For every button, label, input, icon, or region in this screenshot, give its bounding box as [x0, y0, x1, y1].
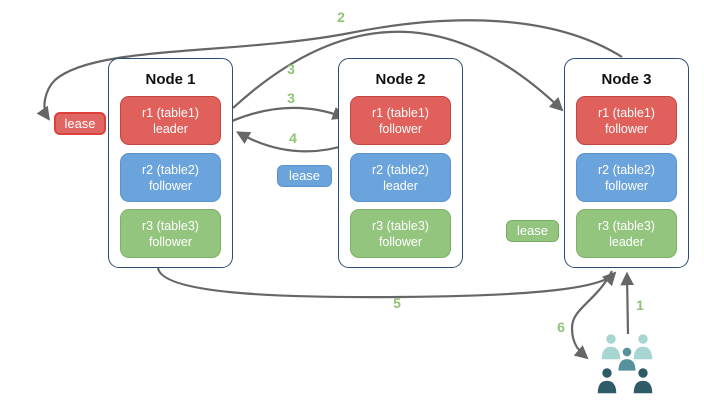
- replica-name: r2 (table2): [142, 162, 199, 177]
- replica-role: follower: [378, 121, 423, 136]
- replica-node2-r2: r2 (table2) leader: [350, 153, 451, 202]
- replica-node1-r3: r3 (table3) follower: [120, 209, 221, 258]
- replica-node3-r1: r1 (table1) follower: [576, 96, 677, 145]
- node-2: Node 2 r1 (table1) follower r2 (table2) …: [338, 58, 463, 268]
- arrow-step3-replicate-to-node2: [231, 106, 347, 123]
- user-group-icon: [596, 332, 654, 395]
- replica-name: r1 (table1): [142, 105, 199, 120]
- step-label-1: 1: [636, 297, 644, 313]
- arrow-step5-node1-to-node3: [156, 267, 617, 299]
- replica-name: r2 (table2): [598, 162, 655, 177]
- replica-node3-r3: r3 (table3) leader: [576, 209, 677, 258]
- replica-role: follower: [148, 234, 193, 249]
- replica-node1-r1: r1 (table1) leader: [120, 96, 221, 145]
- step-label-4: 4: [289, 130, 297, 146]
- replica-name: r3 (table3): [142, 218, 199, 233]
- replica-name: r1 (table1): [372, 105, 429, 120]
- lease-badge-red: lease: [54, 112, 106, 135]
- node-3-title: Node 3: [601, 71, 652, 88]
- replica-node2-r3: r3 (table3) follower: [350, 209, 451, 258]
- replica-node2-r1: r1 (table1) follower: [350, 96, 451, 145]
- replica-name: r3 (table3): [598, 218, 655, 233]
- replica-node3-r2: r2 (table2) follower: [576, 153, 677, 202]
- replica-role: follower: [604, 121, 649, 136]
- step-label-3b: 3: [287, 90, 295, 106]
- replica-name: r1 (table1): [598, 105, 655, 120]
- node-3: Node 3 r1 (table1) follower r2 (table2) …: [564, 58, 689, 268]
- replica-role: leader: [153, 121, 188, 136]
- replica-role: follower: [378, 234, 423, 249]
- node-1: Node 1 r1 (table1) leader r2 (table2) fo…: [108, 58, 233, 268]
- step-label-6: 6: [557, 319, 565, 335]
- replica-name: r3 (table3): [372, 218, 429, 233]
- lease-badge-blue: lease: [277, 165, 332, 187]
- replica-name: r2 (table2): [372, 162, 429, 177]
- node-2-title: Node 2: [375, 71, 426, 88]
- step-label-5: 5: [393, 295, 401, 311]
- replica-role: follower: [148, 178, 193, 193]
- replica-role: follower: [604, 178, 649, 193]
- step-label-3a: 3: [287, 61, 295, 77]
- node-1-title: Node 1: [145, 71, 196, 88]
- step-label-2: 2: [337, 9, 345, 25]
- replica-role: leader: [609, 234, 644, 249]
- replica-node1-r2: r2 (table2) follower: [120, 153, 221, 202]
- lease-badge-green: lease: [506, 220, 559, 242]
- replica-role: leader: [383, 178, 418, 193]
